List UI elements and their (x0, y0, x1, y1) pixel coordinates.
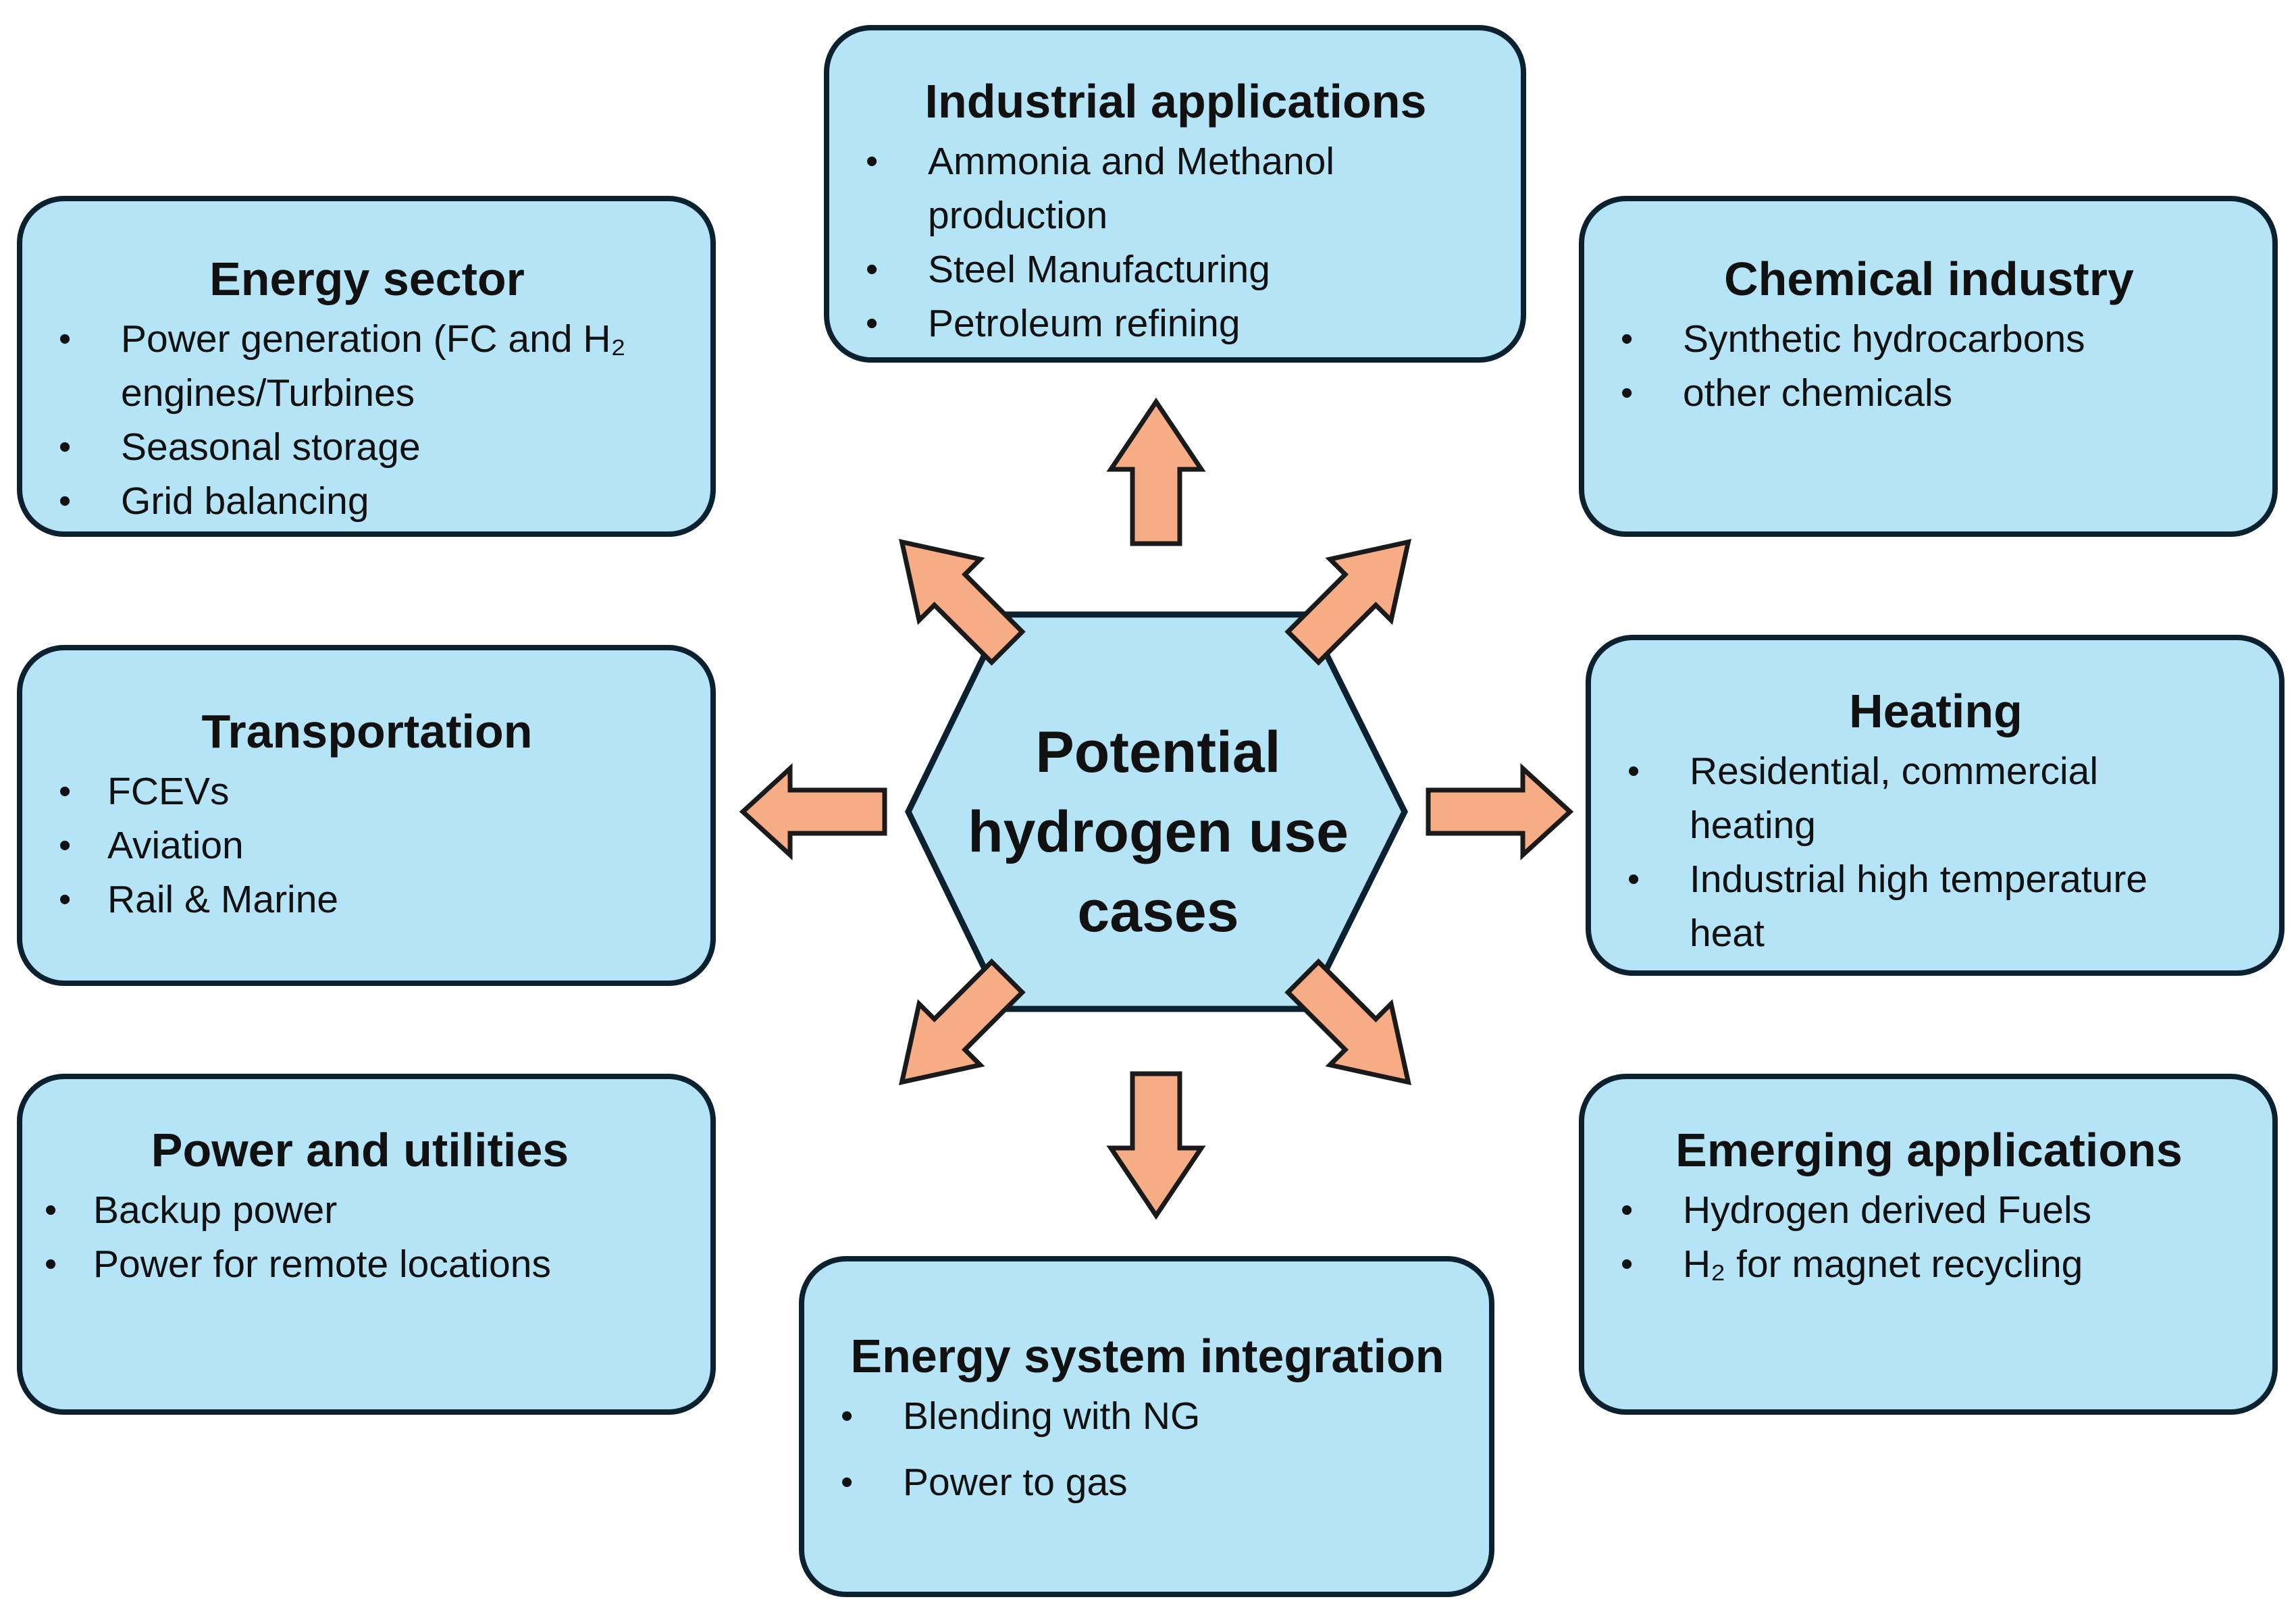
energy-sector-box: Energy sector Power generation (FC and H… (17, 196, 716, 537)
arrow-down (1106, 1071, 1206, 1220)
arrow-up-right (1284, 538, 1412, 666)
list-item: Rail & Marine (53, 872, 681, 927)
list-item: Seasonal storage (53, 420, 681, 474)
list-item: Power for remote locations (39, 1237, 681, 1291)
list-item: Power to gas (835, 1455, 1459, 1509)
list-item: Ammonia and Methanol production (860, 134, 1491, 242)
chemical-industry-list: Synthetic hydrocarbons other chemicals (1615, 312, 2243, 420)
arrow-left (739, 763, 887, 860)
power-utilities-box: Power and utilities Backup power Power f… (17, 1074, 716, 1415)
emerging-applications-list: Hydrogen derived Fuels H₂ for magnet rec… (1615, 1183, 2243, 1291)
energy-system-integration-list: Blending with NG Power to gas (835, 1389, 1459, 1509)
arrow-up (1106, 397, 1206, 546)
transportation-list: FCEVs Aviation Rail & Marine (53, 764, 681, 927)
list-item: Residential, commercial heating (1622, 744, 2249, 852)
list-item: H₂ for magnet recycling (1615, 1237, 2243, 1291)
center-title: Potential hydrogen use cases (968, 720, 1349, 944)
chemical-industry-box: Chemical industry Synthetic hydrocarbons… (1579, 196, 2278, 537)
industrial-applications-box: Industrial applications Ammonia and Meth… (824, 25, 1526, 363)
energy-system-integration-box: Energy system integration Blending with … (799, 1256, 1494, 1597)
chemical-industry-title: Chemical industry (1724, 253, 2134, 305)
emerging-applications-title: Emerging applications (1675, 1124, 2183, 1176)
energy-sector-list: Power generation (FC and H₂ engines/Turb… (53, 312, 681, 528)
energy-sector-title: Energy sector (209, 253, 525, 305)
transportation-title: Transportation (201, 705, 533, 758)
energy-system-integration-title: Energy system integration (850, 1330, 1444, 1382)
heating-list: Residential, commercial heating Industri… (1622, 744, 2249, 960)
list-item: Steel Manufacturing (860, 242, 1491, 296)
list-item: Blending with NG (835, 1389, 1459, 1443)
arrow-up-left (898, 538, 1026, 666)
list-item: Grid balancing (53, 474, 681, 528)
industrial-applications-title: Industrial applications (924, 75, 1427, 128)
transportation-box: Transportation FCEVs Aviation Rail & Mar… (17, 645, 716, 986)
emerging-applications-box: Emerging applications Hydrogen derived F… (1579, 1074, 2278, 1415)
list-item: Petroleum refining (860, 296, 1491, 350)
list-item: Power generation (FC and H₂ engines/Turb… (53, 312, 681, 420)
arrow-down-left (898, 958, 1026, 1086)
heating-title: Heating (1849, 685, 2023, 737)
list-item: Synthetic hydrocarbons (1615, 312, 2243, 366)
list-item: Hydrogen derived Fuels (1615, 1183, 2243, 1237)
heating-box: Heating Residential, commercial heating … (1586, 635, 2285, 976)
list-item: Backup power (39, 1183, 681, 1237)
list-item: other chemicals (1615, 366, 2243, 420)
list-item: FCEVs (53, 764, 681, 818)
list-item: Industrial high temperature heat (1622, 852, 2249, 960)
list-item: Aviation (53, 818, 681, 872)
power-utilities-list: Backup power Power for remote locations (39, 1183, 681, 1291)
industrial-applications-list: Ammonia and Methanol production Steel Ma… (860, 134, 1491, 350)
power-utilities-title: Power and utilities (151, 1124, 569, 1176)
arrow-down-right (1284, 958, 1412, 1086)
arrow-right (1426, 763, 1574, 860)
